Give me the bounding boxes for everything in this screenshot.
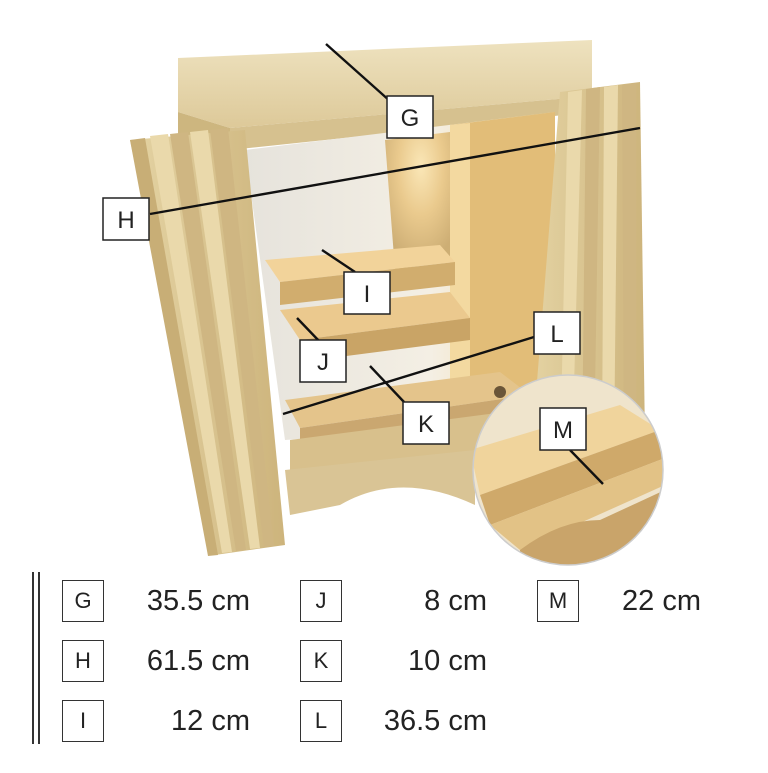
legend-key-i: I: [62, 700, 104, 742]
legend-rule-outer: [32, 572, 34, 744]
legend-value-h: 61.5 cm: [146, 644, 250, 677]
svg-text:L: L: [550, 321, 563, 348]
svg-text:G: G: [401, 105, 420, 132]
legend-item-m: M 22 cm: [537, 580, 701, 622]
callout-g: G: [386, 95, 434, 139]
callout-m: M: [539, 407, 587, 451]
legend-item-k: K 10 cm: [300, 640, 487, 682]
legend-key-g: G: [62, 580, 104, 622]
measure-line-m: [569, 449, 604, 485]
legend-item-i: I 12 cm: [62, 700, 250, 742]
legend-key-h: H: [62, 640, 104, 682]
svg-text:M: M: [553, 417, 573, 444]
legend-value-i: 12 cm: [171, 704, 250, 737]
legend-value-k: 10 cm: [408, 644, 487, 677]
measure-line-j: [296, 317, 321, 343]
measure-line-i: [321, 249, 356, 273]
legend-key-k: K: [300, 640, 342, 682]
measure-line-l: [282, 335, 535, 416]
svg-text:K: K: [418, 411, 434, 438]
legend-item-j: J 8 cm: [300, 580, 487, 622]
legend-key-l: L: [300, 700, 342, 742]
svg-text:H: H: [117, 207, 134, 234]
callout-h: H: [102, 197, 150, 241]
callout-j: J: [299, 339, 347, 383]
cabinet-base: [285, 450, 475, 515]
legend-item-h: H 61.5 cm: [62, 640, 250, 682]
legend-value-m: 22 cm: [622, 584, 701, 617]
legend-key-j: J: [300, 580, 342, 622]
legend-value-j: 8 cm: [424, 584, 487, 617]
legend-value-l: 36.5 cm: [383, 704, 487, 737]
right-door: [530, 82, 645, 470]
legend-item-g: G 35.5 cm: [62, 580, 250, 622]
legend-item-l: L 36.5 cm: [300, 700, 487, 742]
svg-text:I: I: [364, 281, 371, 308]
svg-text:J: J: [317, 349, 329, 376]
legend-key-m: M: [537, 580, 579, 622]
measure-line-h: [149, 126, 641, 216]
callout-k: K: [402, 401, 450, 445]
legend-value-g: 35.5 cm: [146, 584, 250, 617]
callout-l: L: [533, 311, 581, 355]
measure-line-k: [369, 365, 405, 403]
callout-i: I: [343, 271, 391, 315]
legend-rule-inner: [38, 572, 40, 744]
left-door: [130, 128, 285, 556]
